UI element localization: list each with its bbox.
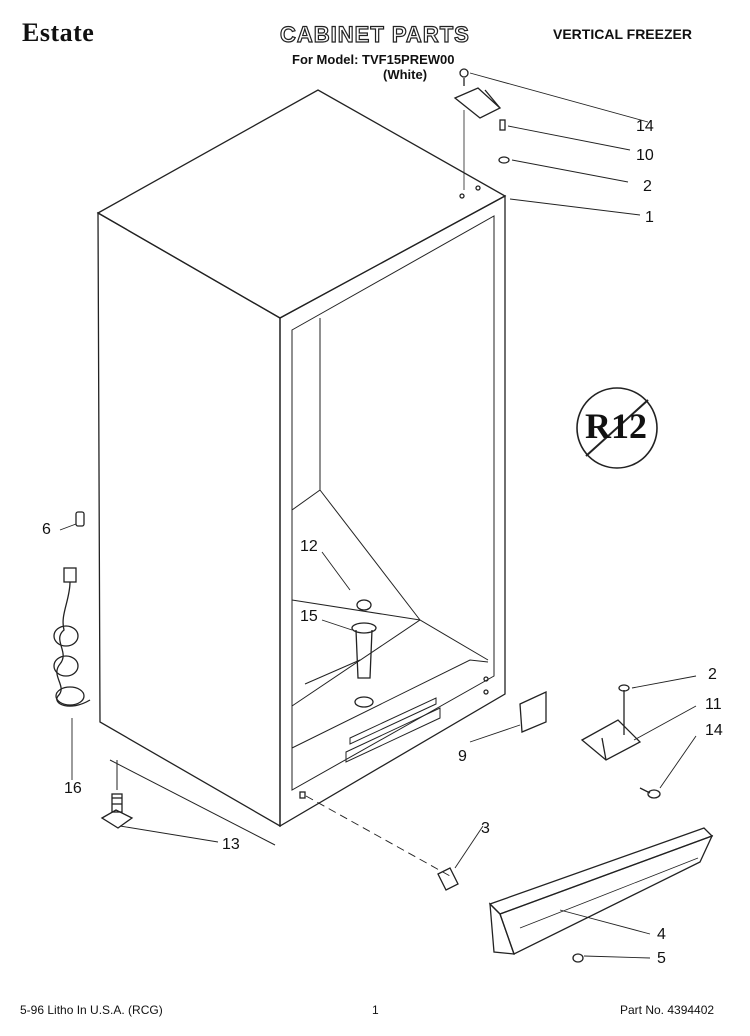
page-title: CABINET PARTS	[279, 21, 470, 47]
callout-6: 6	[42, 521, 51, 538]
callout-2-bottom: 2	[708, 666, 717, 683]
part-6-clip	[75, 511, 85, 527]
brand-logo: Estate	[22, 18, 95, 47]
model-color: (White)	[383, 67, 428, 82]
part-number: Part No. 4394402	[620, 1003, 715, 1017]
callout-16: 16	[64, 780, 82, 797]
callout-1: 1	[645, 209, 654, 226]
leader-lines	[59, 72, 697, 959]
power-cord-part-16	[53, 567, 91, 707]
callout-12: 12	[300, 538, 318, 555]
callout-14: 14	[636, 118, 654, 135]
model-number: For Model: TVF15PREW00	[292, 52, 455, 67]
leveling-leg-part-13	[100, 793, 134, 829]
screw-part-5	[572, 953, 584, 963]
callout-4: 4	[657, 926, 666, 943]
clip-part-3	[437, 867, 459, 891]
callout-15: 15	[300, 608, 318, 625]
callout-9: 9	[458, 748, 467, 765]
callout-3: 3	[481, 820, 490, 837]
drain-tube-part-15	[351, 622, 377, 679]
no-r12-refrigerant-icon	[576, 387, 658, 469]
top-hinge	[453, 68, 510, 190]
callout-2: 2	[643, 178, 652, 195]
toe-grille-part-4	[488, 827, 714, 955]
plug-part-12	[356, 599, 372, 611]
callout-11: 11	[705, 696, 722, 713]
cabinet-part-1	[96, 89, 507, 846]
callout-14-bottom: 14	[705, 722, 723, 739]
bottom-hinge	[519, 684, 661, 799]
callout-10: 10	[636, 147, 654, 164]
page-number: 1	[372, 1003, 379, 1017]
product-category: VERTICAL FREEZER	[553, 26, 692, 42]
badge-text: R12	[585, 406, 647, 446]
callout-13: 13	[222, 836, 240, 853]
callout-5: 5	[657, 950, 666, 967]
print-info: 5-96 Litho In U.S.A. (RCG)	[20, 1003, 163, 1017]
